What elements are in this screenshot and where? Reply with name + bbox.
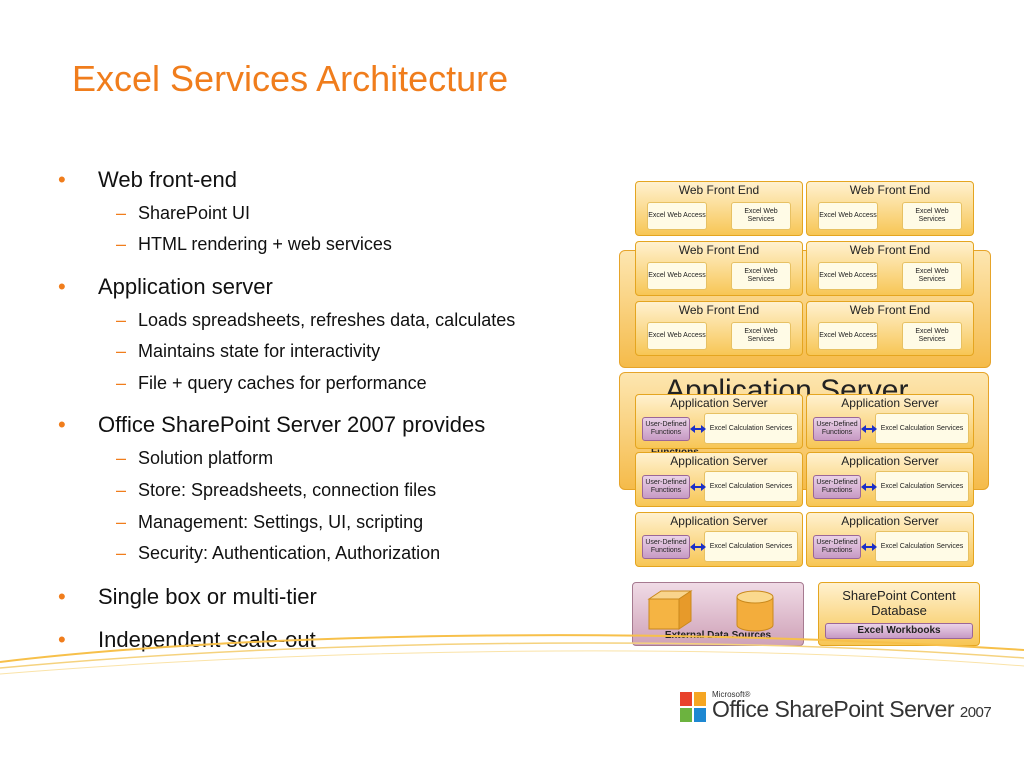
excel-calculation-services-box: Excel Calculation Services [704,531,798,562]
web-front-end-title: Web Front End [849,183,931,197]
sub-bullet-text: SharePoint UI [138,203,251,223]
bullet-text: Independent scale-out [98,627,316,652]
data-cube-icon [647,590,693,630]
microsoft-text: Microsoft® [712,690,751,699]
sub-bullet-marker: – [116,234,127,254]
sub-bullet-text: Store: Spreadsheets, connection files [138,480,437,500]
bullet-text: Single box or multi-tier [98,584,317,609]
product-name-text: Office SharePoint Server [712,696,954,722]
sub-bullet-marker: – [116,480,127,500]
bullet-marker: • [58,584,66,609]
excel-web-access-box: Excel Web Access [647,322,707,350]
external-data-label: External Data Sources [664,630,772,641]
application-server-title: Application Server [841,514,939,528]
sub-bullet-marker: – [116,512,127,532]
bullet-text: Application server [98,274,273,299]
excel-calculation-services-box: Excel Calculation Services [704,471,798,502]
sub-bullet-text: File + query caches for performance [138,373,427,393]
web-front-end-title: Web Front End [678,303,760,317]
bullet-list: •Web front-end–SharePoint UI–HTML render… [58,167,516,652]
excel-web-services-box: Excel Web Services [731,202,791,230]
bullet-marker: • [58,412,66,437]
product-year: 2007 [959,704,992,721]
sub-bullet-marker: – [116,341,127,361]
excel-calculation-services-box: Excel Calculation Services [875,531,969,562]
sub-bullet-text: Loads spreadsheets, refreshes data, calc… [138,310,516,330]
web-front-end-title: Web Front End [678,243,760,257]
slide-title: Excel Services Architecture [72,58,509,99]
bidirectional-arrow [861,425,877,433]
application-server-title: Application Server [670,396,768,410]
web-front-end-title: Web Front End [678,183,760,197]
excel-web-services-box: Excel Web Services [902,322,962,350]
excel-web-access-box: Excel Web Access [647,202,707,230]
excel-web-services-box: Excel Web Services [731,322,791,350]
bullet-marker: • [58,274,66,299]
bullet-text: Office SharePoint Server 2007 provides [98,412,486,437]
sub-bullet-text: Solution platform [138,448,274,468]
application-server-title: Application Server [670,454,768,468]
web-front-end-title: Web Front End [849,303,931,317]
product-name: Office SharePoint Server 2007 [712,696,992,723]
excel-web-access-box: Excel Web Access [818,322,878,350]
user-defined-functions-box: User-Defined Functions [642,535,690,559]
sub-bullet-marker: – [116,543,127,563]
sharepoint-content-database: SharePoint Content Database Excel Workbo… [818,582,980,646]
office-sharepoint-logo: Microsoft® Office SharePoint Server 2007 [680,690,992,730]
bullet-marker: • [58,167,66,192]
excel-web-services-box: Excel Web Services [731,262,791,290]
application-server-title: Application Server [841,396,939,410]
bidirectional-arrow [861,483,877,491]
sub-bullet-text: HTML rendering + web services [138,234,392,254]
excel-workbooks-label: Excel Workbooks [825,623,973,639]
user-defined-functions-box: User-Defined Functions [813,475,861,499]
user-defined-functions-box: User-Defined Functions [813,417,861,441]
sub-bullet-text: Security: Authentication, Authorization [138,543,441,563]
excel-calculation-services-box: Excel Calculation Services [875,413,969,444]
excel-web-access-box: Excel Web Access [647,262,707,290]
excel-calculation-services-box: Excel Calculation Services [875,471,969,502]
office-logo-icon [680,692,706,722]
bidirectional-arrow [861,543,877,551]
bullet-text: Web front-end [98,167,238,192]
sub-bullet-marker: – [116,448,127,468]
bidirectional-arrow [690,425,706,433]
excel-calculation-services-box: Excel Calculation Services [704,413,798,444]
excel-web-services-box: Excel Web Services [902,202,962,230]
sub-bullet-text: Management: Settings, UI, scripting [138,512,424,532]
bullet-marker: • [58,627,66,652]
user-defined-functions-box: User-Defined Functions [642,475,690,499]
sub-bullet-marker: – [116,373,127,393]
excel-web-access-box: Excel Web Access [818,262,878,290]
decorative-swoosh [0,634,1024,675]
application-server-title: Application Server [841,454,939,468]
bidirectional-arrow [690,483,706,491]
bidirectional-arrow [690,543,706,551]
sub-bullet-marker: – [116,310,127,330]
web-front-end-title: Web Front End [849,243,931,257]
application-server-title: Application Server [670,514,768,528]
database-cylinder-icon [736,590,774,632]
excel-web-services-box: Excel Web Services [902,262,962,290]
sub-bullet-text: Maintains state for interactivity [138,341,381,361]
excel-web-access-box: Excel Web Access [818,202,878,230]
user-defined-functions-box: User-Defined Functions [813,535,861,559]
user-defined-functions-box: User-Defined Functions [642,417,690,441]
sp-db-label: SharePoint Content Database [842,588,956,618]
sub-bullet-marker: – [116,203,127,223]
